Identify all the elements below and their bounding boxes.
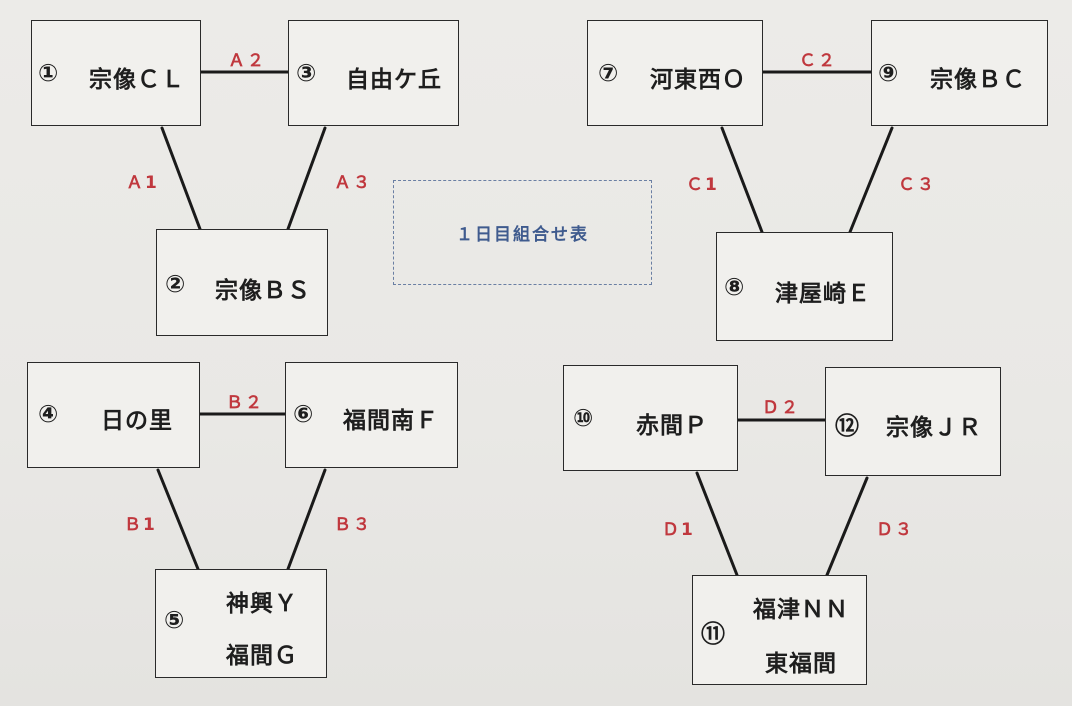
team-number: ⑦ (598, 59, 619, 87)
team-box-8: ⑧ 津屋崎Ｅ (716, 232, 893, 341)
match-label-d3: Ｄ３ (876, 520, 914, 540)
team-box-2: ② 宗像ＢＳ (156, 229, 328, 336)
team-box-1: ① 宗像ＣＬ (31, 20, 201, 126)
page-title-box: １日目組合せ表 (393, 180, 652, 285)
team-number: ① (38, 59, 59, 87)
team-name: 宗像ＢＳ (215, 278, 311, 304)
team-box-10: ⑩ 赤間Ｐ (563, 365, 738, 471)
team-number: ⑫ (835, 412, 859, 440)
team-name: 宗像ＢＣ (930, 67, 1026, 93)
team-name-2: 東福間 (765, 651, 837, 677)
team-number: ⑤ (164, 606, 185, 634)
match-label-b1: Ｂ1 (124, 515, 157, 535)
team-number: ⑥ (293, 400, 314, 428)
match-line-a3 (286, 126, 327, 231)
team-name-2: 福間Ｇ (226, 643, 298, 669)
team-name: 赤間Ｐ (636, 413, 708, 439)
match-line-c1 (720, 126, 764, 234)
team-name: 津屋崎Ｅ (775, 281, 871, 307)
match-line-b1 (156, 468, 200, 571)
match-label-b3: Ｂ３ (334, 515, 372, 535)
team-name: 宗像ＣＬ (89, 67, 185, 93)
match-label-c2: Ｃ２ (799, 51, 837, 71)
match-label-c3: Ｃ３ (898, 175, 936, 195)
team-box-4: ④ 日の里 (27, 362, 200, 468)
match-line-b3 (286, 468, 327, 571)
match-label-c1: Ｃ1 (686, 175, 719, 195)
team-box-12: ⑫ 宗像ＪＲ (825, 367, 1001, 476)
match-label-d1: Ｄ1 (662, 520, 695, 540)
team-number: ⑩ (573, 404, 594, 432)
team-name: 河東西Ｏ (650, 67, 746, 93)
team-number: ③ (296, 59, 317, 87)
team-box-5: ⑤ 神興Ｙ 福間Ｇ (155, 569, 327, 678)
team-box-11: ⑪ 福津ＮＮ 東福間 (692, 575, 867, 685)
team-box-6: ⑥ 福間南Ｆ (285, 362, 458, 468)
team-name: 日の里 (101, 408, 173, 434)
team-number: ④ (38, 400, 59, 428)
team-number: ⑨ (878, 59, 899, 87)
match-line-d3 (825, 476, 869, 577)
team-box-9: ⑨ 宗像ＢＣ (871, 20, 1048, 126)
match-line-d1 (695, 471, 739, 577)
match-label-a2: Ａ２ (228, 51, 266, 71)
team-box-3: ③ 自由ケ丘 (288, 20, 459, 126)
match-line-a1 (160, 126, 202, 231)
match-line-c3 (848, 126, 894, 234)
team-name-1: 福津ＮＮ (753, 597, 849, 623)
team-number: ⑪ (701, 620, 725, 648)
match-label-b2: Ｂ２ (226, 393, 264, 413)
team-box-7: ⑦ 河東西Ｏ (587, 20, 763, 126)
team-number: ⑧ (724, 273, 745, 301)
team-name: 福間南Ｆ (343, 408, 439, 434)
team-name: 自由ケ丘 (346, 67, 442, 93)
match-label-a3: Ａ３ (334, 173, 372, 193)
team-name: 宗像ＪＲ (886, 415, 982, 441)
page-title: １日目組合せ表 (456, 225, 589, 245)
match-label-a1: Ａ1 (126, 173, 159, 193)
team-name-1: 神興Ｙ (226, 591, 298, 617)
match-label-d2: Ｄ２ (762, 398, 800, 418)
team-number: ② (165, 270, 186, 298)
